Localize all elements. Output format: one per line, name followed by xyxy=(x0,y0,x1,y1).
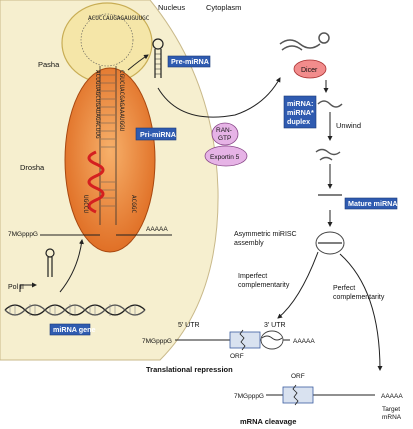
orf-1-label: ORF xyxy=(230,353,244,360)
mature-mirna-label: Mature miRNA xyxy=(348,199,398,208)
ran-gtp-label-2: GTP xyxy=(218,135,231,142)
cytoplasm-label: Cytoplasm xyxy=(206,3,241,12)
perfect-label-1: Perfect xyxy=(333,285,355,292)
mirisc-bound-1 xyxy=(260,330,284,350)
dicer-protein xyxy=(293,59,327,79)
cleavage-label: mRNA cleavage xyxy=(240,417,296,426)
mirna-gene-label: miRNA gene xyxy=(53,325,95,334)
unwind-label: Unwind xyxy=(336,121,361,130)
exportin-5 xyxy=(204,145,248,167)
pol2-arrow xyxy=(19,282,37,292)
orf-2-box xyxy=(282,386,314,404)
orf-2-label: ORF xyxy=(291,373,305,380)
polya-pri-label: AAAAA xyxy=(146,226,168,233)
utr3-label: 3′ UTR xyxy=(264,322,286,329)
polya-m2-label: AAAAA xyxy=(381,393,403,400)
dicer-label: Dicer xyxy=(301,67,318,74)
pre-mirna-label: Pre-miRNA xyxy=(171,57,209,66)
imperfect-label-2: complementarity xyxy=(238,282,290,289)
unwound-strands xyxy=(315,148,341,161)
mature-mirna-box xyxy=(344,197,398,210)
duplex-line-3: duplex xyxy=(287,117,310,126)
arrow-export-to-dicer xyxy=(157,77,281,118)
drosha-protein xyxy=(64,67,156,253)
orf-2-break xyxy=(292,384,299,406)
pri-hairpin-small xyxy=(45,248,55,277)
asym-label-2: assembly xyxy=(234,240,264,247)
ran-gtp xyxy=(211,122,239,146)
orf-1-box xyxy=(229,331,261,349)
nucleus-label: Nucleus xyxy=(158,3,185,12)
perfect-label-2: complementarity xyxy=(333,294,385,301)
svg-text:ACUGUAGCUGAUAGACUUG: ACUGUAGCUGAUAGACUUG xyxy=(94,70,101,139)
duplex-line-2: miRNA* xyxy=(287,108,314,117)
cap-pri-label: 7MGpppG xyxy=(8,231,38,238)
stem-right-arm: CGUCUACGAGAAAUGGU xyxy=(115,66,125,225)
imperfect-label-1: Imperfect xyxy=(238,273,267,280)
mirna-gene-box xyxy=(49,323,91,336)
drosha-label: Drosha xyxy=(20,163,45,172)
repression-label: Translational repression xyxy=(146,365,233,374)
cap-m2-label: 7MGpppG xyxy=(234,393,264,400)
arrow-imperfect xyxy=(277,251,319,319)
mature-mirna-highlight xyxy=(87,150,105,214)
utr5-label: 5′ UTR xyxy=(178,322,200,329)
pre-mirna-hairpin xyxy=(152,38,164,78)
pol2-label: Pol II xyxy=(8,284,24,291)
duplex-line-1: miRNA: xyxy=(287,99,313,108)
pre-mirna-box xyxy=(167,55,211,68)
orf-1-break xyxy=(239,329,246,351)
arrow-gene-to-pri xyxy=(59,239,84,293)
dna-helix xyxy=(4,304,146,316)
hairpin-loop xyxy=(80,13,134,67)
pasha-label: Pasha xyxy=(38,60,60,69)
bottom-right-seq: ACGGC xyxy=(130,195,137,213)
duplex-box xyxy=(283,95,317,129)
duplex-rna xyxy=(317,100,343,108)
loop-sequence: ACUCCAUGAGAUGUUGC xyxy=(88,15,150,22)
pri-mirna-label: Pri-miRNA xyxy=(140,130,176,139)
polya-m1-label: AAAAA xyxy=(293,338,315,345)
svg-text:CGUCUACGAGAAAUGGU: CGUCUACGAGAAAUGGU xyxy=(118,70,125,132)
exportin-label: Exportin 5 xyxy=(210,154,240,161)
bottom-left-seq: UGCCU xyxy=(82,195,89,213)
cytoplasm-pre-mirna xyxy=(279,32,330,51)
arrow-perfect xyxy=(339,253,383,371)
base-pair-ticks xyxy=(101,74,115,207)
asym-label-1: Asymmetric miRISC xyxy=(234,231,297,238)
bound-strand-1 xyxy=(261,335,283,341)
target-label-1: Target xyxy=(382,406,400,413)
arrow-to-pre-mirna xyxy=(127,54,149,71)
pri-mirna-box xyxy=(135,127,177,141)
target-label-2: mRNA xyxy=(382,414,402,421)
ran-gtp-label: RAN- xyxy=(216,127,232,134)
cap-m1-label: 7MGpppG xyxy=(142,338,172,345)
